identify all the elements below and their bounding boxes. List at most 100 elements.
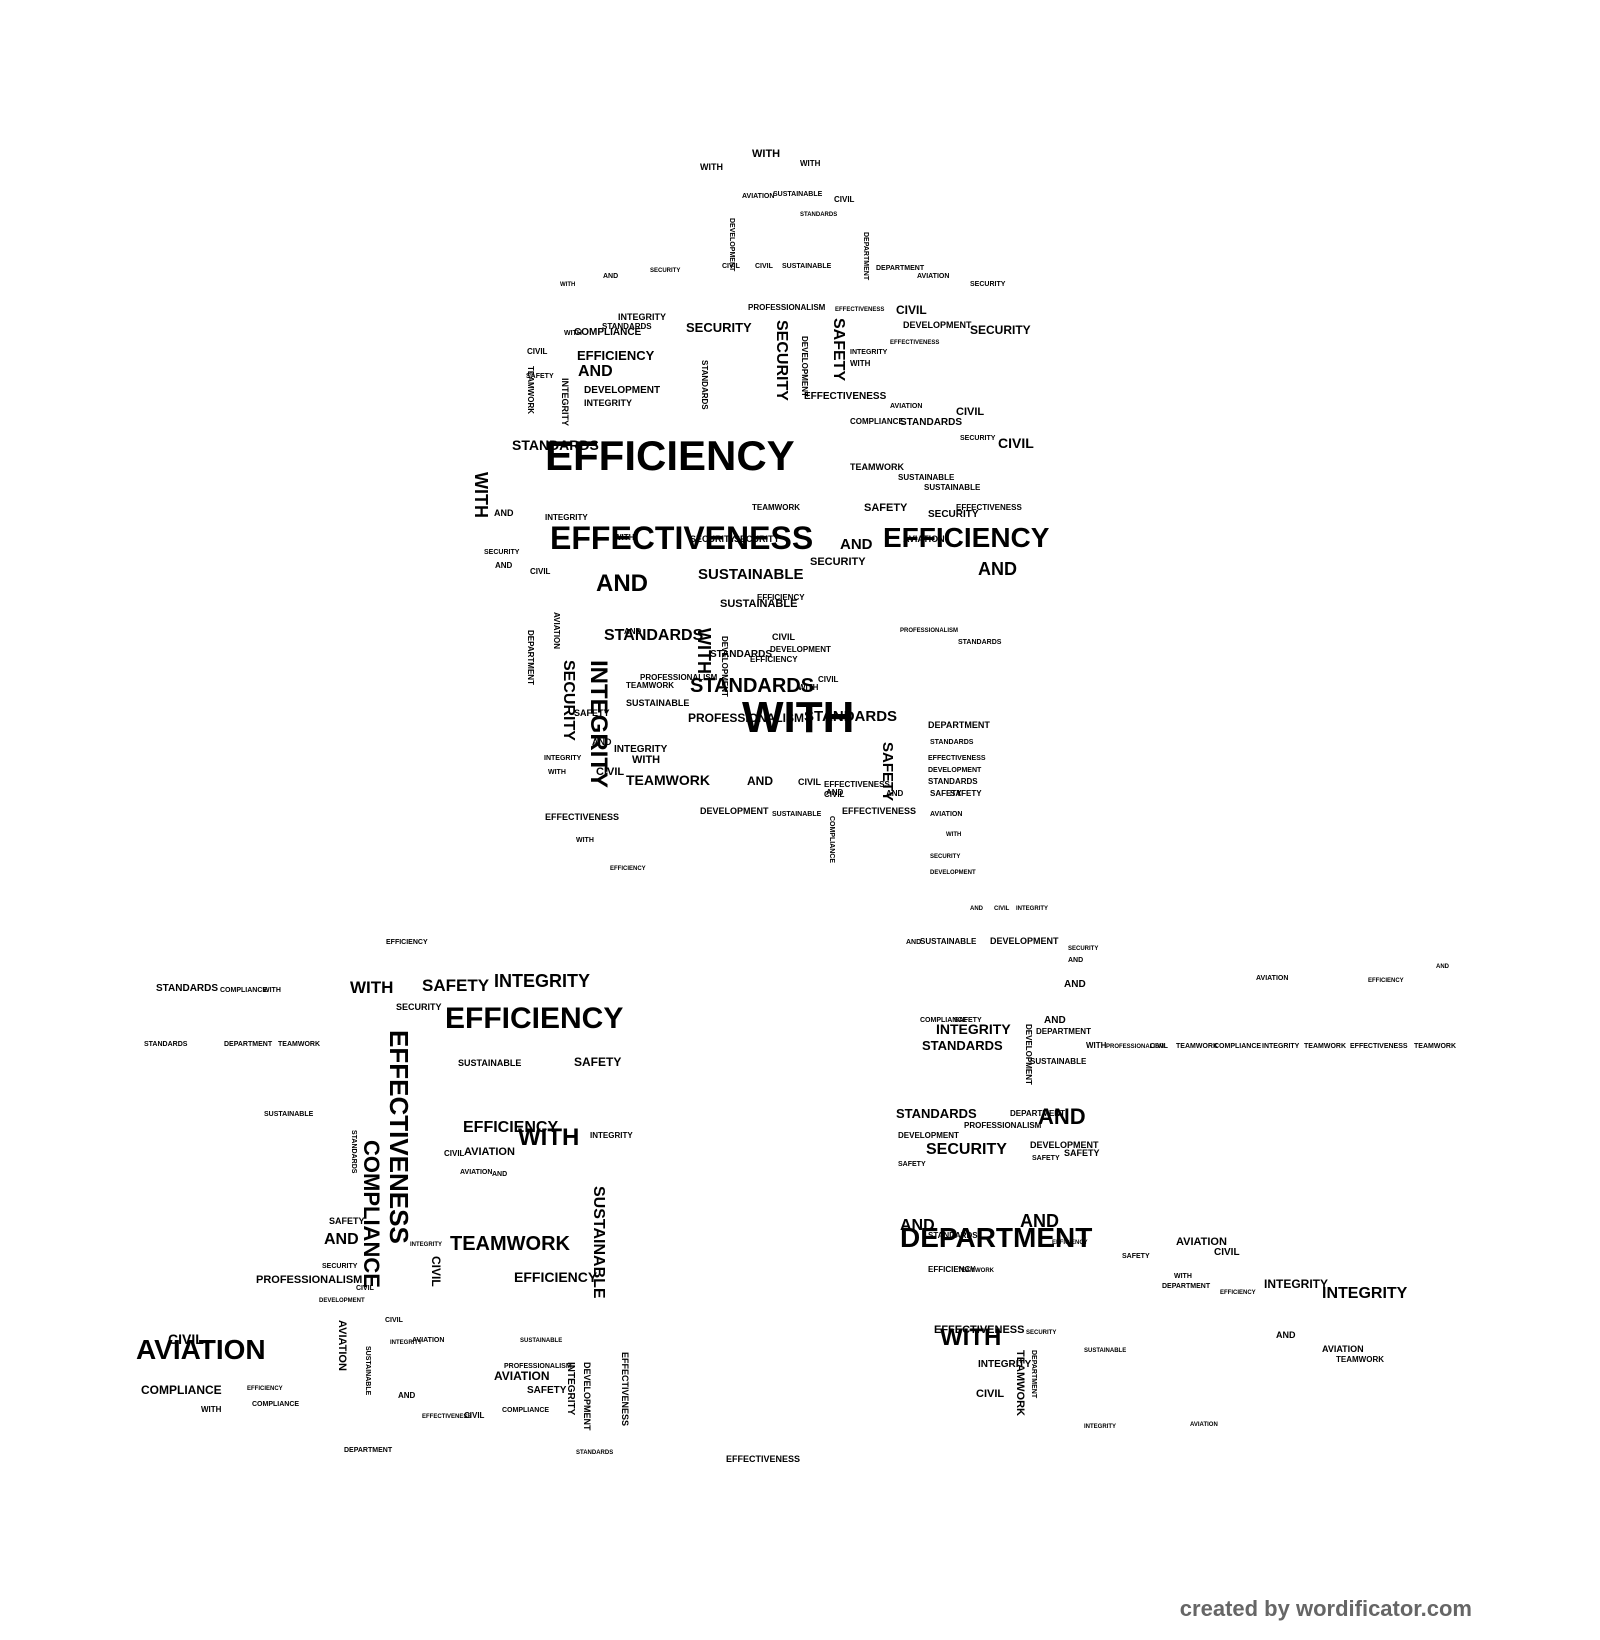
cloud-word: COMPLIANCE [141, 1383, 222, 1397]
cloud-word: CIVIL [818, 675, 839, 684]
cloud-word: WITH [940, 1324, 1002, 1351]
cloud-word: INTEGRITY [614, 744, 668, 755]
cloud-word: SAFETY [526, 373, 554, 380]
cloud-word: PROFESSIONALISM [964, 1121, 1042, 1130]
cloud-word: SECURITY [322, 1263, 358, 1270]
cloud-word: DEPARTMENT [526, 630, 535, 685]
cloud-word: SAFETY [422, 976, 490, 995]
cloud-word: EFFICIENCY [750, 655, 798, 664]
cloud-word: INTEGRITY [590, 1131, 633, 1140]
cloud-word: DEPARTMENT [862, 232, 869, 281]
cloud-word: EFFECTIVENESS [550, 520, 814, 556]
cloud-word: STANDARDS [896, 1106, 977, 1121]
cloud-word: INTEGRITY [936, 1021, 1011, 1037]
cloud-word: DEVELOPMENT [898, 1131, 959, 1140]
cloud-word: INTEGRITY [618, 312, 667, 322]
cloud-word: TEAMWORK [1176, 1043, 1218, 1050]
cloud-word: AND [978, 559, 1017, 579]
cloud-word: CIVIL [356, 1285, 374, 1292]
cloud-word: CIVIL [444, 1149, 465, 1158]
cloud-word: STANDARDS [350, 1130, 357, 1174]
cloud-word: SUSTAINABLE [1030, 1057, 1087, 1066]
cloud-word: SECURITY [926, 1141, 1007, 1158]
cloud-word: EFFECTIVENESS [620, 1352, 630, 1427]
cloud-word: STANDARDS [800, 212, 838, 218]
cloud-word: INTEGRITY [544, 755, 582, 762]
cloud-word: TEAMWORK [752, 503, 800, 512]
cloud-word: SECURITY [930, 854, 961, 860]
cloud-word: EFFECTIVENESS [726, 1454, 801, 1464]
cloud-word: EFFICIENCY [1368, 978, 1404, 984]
cloud-word: SECURITY [650, 268, 681, 274]
cloud-word: INTEGRITY [545, 513, 588, 522]
cloud-word: TEAMWORK [626, 772, 710, 788]
cloud-word: WITH [350, 978, 394, 997]
cloud-word: AND [494, 508, 514, 518]
cloud-word: INTEGRITY [560, 378, 570, 427]
cloud-word: SAFETY [930, 789, 962, 798]
cloud-word: STANDARDS [922, 1038, 1003, 1053]
cloud-word: PROFESSIONALISM [504, 1363, 572, 1370]
cloud-word: SAFETY [1032, 1155, 1060, 1162]
cloud-word: SECURITY [970, 281, 1006, 288]
cloud-word: SUSTAINABLE [520, 1338, 563, 1344]
cloud-word: STANDARDS [958, 639, 1002, 646]
cloud-word: INTEGRITY [584, 398, 633, 408]
cloud-word: SECURITY [686, 320, 752, 335]
cloud-word: COMPLIANCE [359, 1140, 384, 1288]
cloud-word: DEPARTMENT [1162, 1283, 1211, 1290]
cloud-word: SAFETY [1122, 1253, 1150, 1260]
cloud-word: AVIATION [890, 403, 923, 410]
cloud-word: AND [1436, 964, 1449, 970]
cloud-word: AVIATION [494, 1369, 550, 1383]
cloud-word: EFFICIENCY [545, 432, 795, 479]
cloud-word: TEAMWORK [1414, 1043, 1456, 1050]
cloud-word: WITH [564, 330, 582, 337]
cloud-word: SAFETY [864, 502, 908, 514]
cloud-word: AND [840, 536, 873, 553]
cloud-word: AVIATION [136, 1334, 266, 1365]
cloud-word: EFFECTIVENESS [422, 1414, 472, 1420]
cloud-word: SAFETY [527, 1385, 567, 1396]
credit-text: created by wordificator.com [1179, 1596, 1472, 1621]
cloud-word: EFFECTIVENESS [890, 340, 940, 346]
cloud-word: SAFETY [950, 789, 982, 798]
cloud-word: EFFICIENCY [1052, 1240, 1088, 1246]
cloud-word: DEVELOPMENT [990, 936, 1059, 946]
cloud-word: INTEGRITY [410, 1242, 443, 1248]
cloud-word: EFFICIENCY [445, 1002, 624, 1035]
cloud-word: INTEGRITY [978, 1359, 1032, 1370]
cloud-word: CIVIL [896, 303, 927, 317]
cloud-word: EFFECTIVENESS [934, 1324, 1025, 1336]
cloud-word: EFFICIENCY [1220, 1290, 1256, 1296]
cloud-word: DEVELOPMENT [930, 870, 976, 876]
cloud-word: DEPARTMENT [224, 1041, 273, 1048]
cloud-word: SECURITY [396, 1002, 442, 1012]
cloud-word: AND [624, 627, 642, 636]
cloud-word: DEVELOPMENT [770, 645, 831, 654]
cloud-word: WITH [752, 148, 781, 160]
cloud-word: SAFETY [830, 318, 847, 382]
cloud-word: CIVIL [722, 263, 740, 270]
cloud-word: STANDARDS [900, 417, 963, 428]
cloud-word: PROFESSIONALISM [748, 303, 826, 312]
cloud-word: CIVIL [772, 632, 796, 642]
cloud-word: EFFECTIVENESS [835, 307, 885, 313]
cloud-word: PROFESSIONALISM [640, 673, 718, 682]
cloud-word: WITH [850, 359, 871, 368]
cloud-word: EFFECTIVENESS [384, 1030, 414, 1244]
cloud-word: EFFECTIVENESS [842, 806, 917, 816]
cloud-word: AVIATION [1190, 1422, 1218, 1428]
cloud-word: AVIATION [742, 193, 775, 200]
cloud-word: WITH [263, 987, 281, 994]
cloud-word: AVIATION [1322, 1344, 1364, 1354]
cloud-word: AND [1038, 1104, 1086, 1129]
cloud-word: WITH [1174, 1273, 1192, 1280]
cloud-word: SUSTAINABLE [898, 473, 955, 482]
cloud-word: TEAMWORK [450, 1233, 570, 1255]
cloud-word: INTEGRITY [1084, 1424, 1117, 1430]
cloud-word: AND [886, 789, 904, 798]
cloud-word: AND [1276, 1330, 1296, 1340]
cloud-word: CIVIL [385, 1317, 403, 1324]
